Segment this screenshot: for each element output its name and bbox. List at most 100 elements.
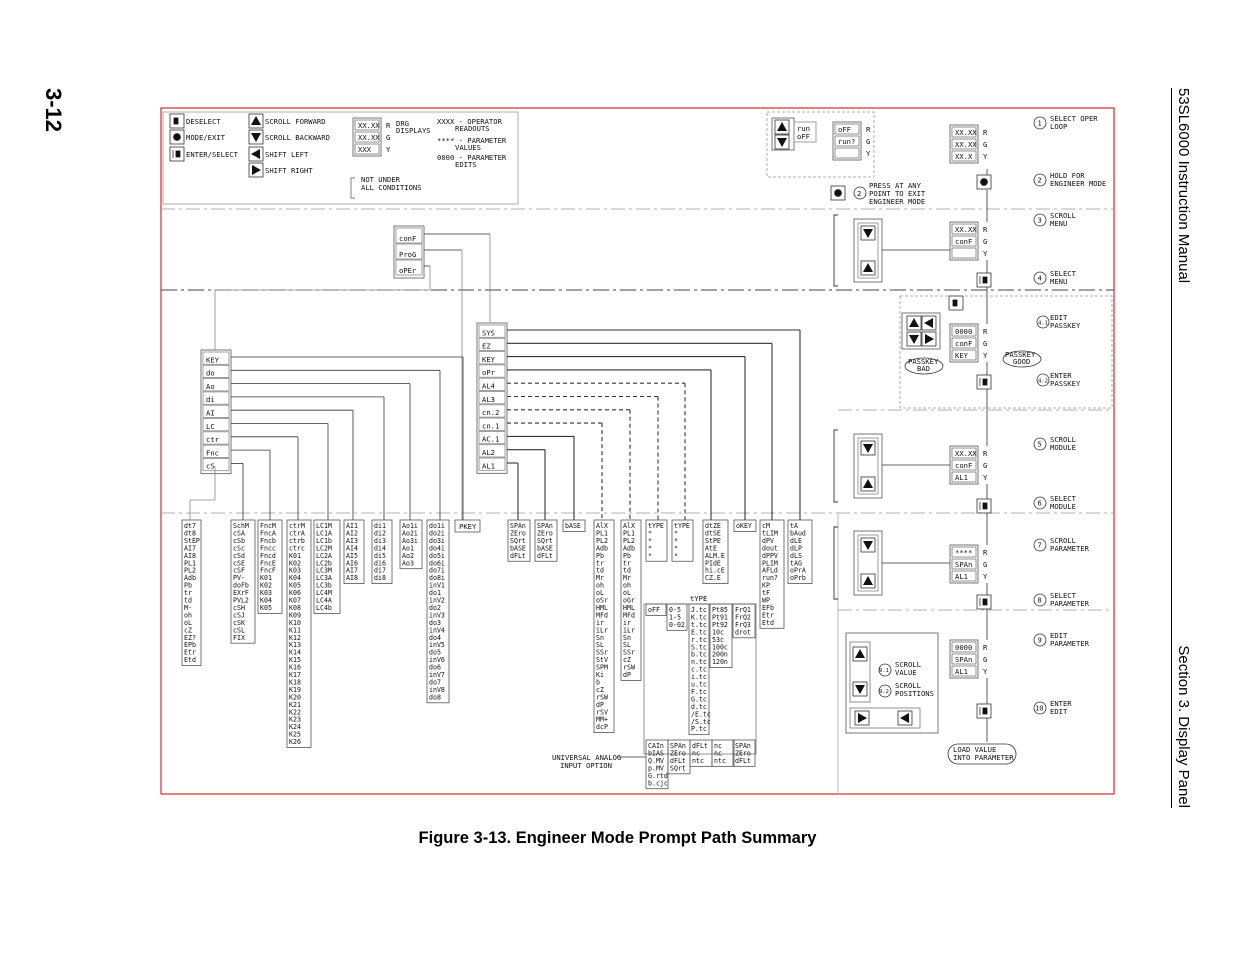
legend-display-value: XX.XX — [358, 121, 380, 130]
param-column-c_ctrm-item: ctrM — [289, 522, 305, 530]
param-column-c_cm-item: Etr — [762, 611, 774, 619]
type-column-c_jtc-item: t.tc — [691, 621, 707, 629]
param-column-c_alx1-item: td — [596, 567, 604, 575]
legend-parameter-values: **** - PARAMETER — [437, 136, 507, 145]
param-column-c_ao-item: Ao2i — [402, 529, 418, 537]
edit-down-icon-key — [852, 681, 868, 697]
enter-passkey-icon — [982, 378, 988, 386]
step-label-2: MENU — [1050, 277, 1067, 286]
param-column-c_dt-item: td — [184, 597, 192, 605]
param-column-c_alx1-item: Pb — [596, 552, 604, 560]
param-column-c_do-item: inV5 — [429, 641, 445, 649]
param-column-c_type2-item: * — [674, 529, 678, 537]
step-marker — [1036, 373, 1050, 387]
param-column-c_type2-item: * — [674, 552, 678, 560]
param-column-c_alx1-item: StV — [596, 656, 608, 664]
enter-select-icon — [175, 150, 181, 158]
param-column-c_ta-item: dLP — [790, 544, 802, 552]
type-column-c_cain-item: Q.MV — [648, 757, 664, 765]
display-step4-led-label: Y — [983, 351, 988, 360]
display-step4-row — [951, 349, 977, 361]
edit-param-group — [845, 632, 939, 734]
left-modules-item — [202, 431, 230, 445]
param-column-c_schm-item: FIX — [233, 634, 245, 642]
param-column-c_alx2-item: iLr — [623, 626, 635, 634]
menu-item-label: oPEr — [399, 266, 417, 275]
right-modules-item — [478, 457, 506, 471]
display-step4-value: 0000 — [955, 327, 972, 336]
param-column-c_dt-item: EZ? — [184, 634, 196, 642]
type-column-c_off-frame — [645, 603, 667, 616]
left-modules-item — [202, 444, 230, 458]
scroll-parameter-inner — [857, 534, 879, 592]
param-column-c_ai-item: AI7 — [346, 567, 358, 575]
display-step5-led-label: R — [983, 449, 988, 458]
param-column-c_do-item: do7 — [429, 678, 441, 686]
scroll-parameter-up-icon — [863, 576, 873, 585]
press-exit-1: PRESS AT ANY — [869, 181, 922, 190]
param-column-c_dtze-item: dtSE — [705, 529, 721, 537]
param-column-c_alx2-item: rSW — [623, 664, 635, 672]
param-column-c_alx2-item: MFd — [623, 611, 635, 619]
run-display-value: oFF — [838, 125, 851, 134]
param-column-c_ao-item: Ao3 — [402, 559, 414, 567]
left-modules-item — [202, 418, 230, 432]
display-step5-value: conF — [955, 461, 972, 470]
param-column-c_alx1-item: rSW — [596, 693, 608, 701]
step-label-2: ENGINEER MODE — [1050, 179, 1106, 188]
run-display-row — [834, 147, 860, 159]
passkey-up-icon-key — [906, 315, 922, 331]
right-modules-frame — [476, 322, 508, 474]
legend-deselect: DESELECT — [186, 117, 221, 126]
right-modules-item — [478, 324, 506, 338]
param-column-c_di-item: di3 — [374, 537, 386, 545]
param-column-c_ctrm-item: K09 — [289, 611, 301, 619]
display-step9-led-label: G — [983, 655, 987, 664]
display-step4-led-label: R — [983, 327, 988, 336]
type-column-c_frq-item: drot — [735, 628, 751, 636]
type-column-c_off-item: oFF — [648, 606, 660, 614]
step-label-2: PARAMETER — [1050, 599, 1090, 608]
legend-display-value: XXX — [358, 145, 372, 154]
passkey-right-icon-key — [921, 331, 937, 347]
param-column-c_ctrm-item: K13 — [289, 641, 301, 649]
param-column-c_ta-item: dLS — [790, 552, 802, 560]
right-modules-item-label: AC.1 — [482, 435, 499, 444]
param-column-c_alx1-item: AlX — [596, 522, 608, 530]
param-column-c_cm-item: run? — [762, 574, 778, 582]
step-label-2: MODULE — [1050, 443, 1076, 452]
param-column-c_alx2-item: oGr — [623, 597, 635, 605]
scroll-menu-down-icon-key — [860, 225, 876, 241]
param-column-c_do-item: do4 — [429, 634, 441, 642]
left-modules-item-label: KEY — [206, 355, 220, 364]
param-column-c_do-item: inV7 — [429, 671, 445, 679]
type-column-c_pt-item: 53c — [712, 636, 724, 644]
display-step4-value: KEY — [955, 351, 969, 360]
left-modules-item — [202, 404, 230, 418]
edit-right-icon — [858, 713, 867, 723]
display-step5-row — [951, 447, 977, 459]
param-column-c_lc-item: LC1M — [316, 522, 332, 530]
step-number: 3 — [1038, 217, 1042, 225]
scroll-backward-icon-key — [248, 129, 264, 145]
param-column-c_dtze-item: CZ.E — [705, 574, 721, 582]
display-step5-row — [951, 471, 977, 483]
step-marker — [1033, 437, 1047, 451]
scroll-menu-frame — [853, 218, 883, 283]
type-column-c_05-item: 1-5 — [669, 613, 681, 621]
scroll-menu-bracket — [833, 214, 838, 287]
param-column-c_type2-item: * — [674, 544, 678, 552]
legend-shift-left: SHIFT LEFT — [265, 150, 309, 159]
left-modules-item-label: AI — [206, 409, 215, 418]
param-column-c_schm-item: cSF — [233, 567, 245, 575]
param-column-c_fncm-item: K03 — [260, 589, 272, 597]
param-column-c_dt-item: PL1 — [184, 559, 196, 567]
param-column-c_ctrm-item: K06 — [289, 589, 301, 597]
display-step7-led-label: Y — [983, 572, 988, 581]
select-menu-icon — [982, 276, 988, 284]
param-column-c_lc-item: LC3M — [316, 567, 332, 575]
select-parameter-icon — [982, 598, 988, 606]
scroll-value-2: VALUE — [895, 668, 917, 677]
passkey-deselect-icon — [952, 299, 958, 307]
param-column-c_fncm-item: Fncc — [260, 544, 276, 552]
